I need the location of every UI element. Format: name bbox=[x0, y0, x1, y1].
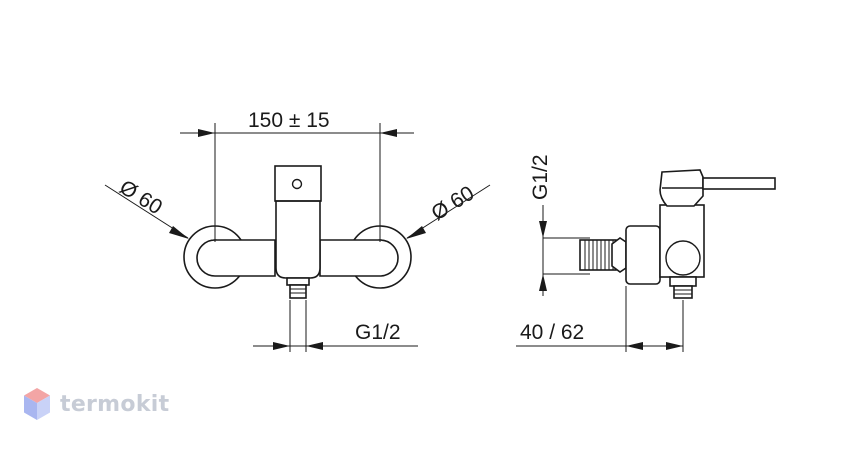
hex-nut bbox=[611, 237, 627, 273]
side-thread-label: G1/2 bbox=[529, 154, 552, 200]
left-diameter-label: Ø 60 bbox=[115, 176, 166, 220]
logo-text: termokit bbox=[60, 391, 170, 417]
termokit-logo: termokit bbox=[22, 386, 169, 422]
side-lever bbox=[702, 177, 776, 190]
body-arms bbox=[196, 239, 276, 277]
side-body-circle bbox=[665, 240, 701, 276]
depth-label: 40 / 62 bbox=[520, 321, 584, 344]
width-label: 150 ± 15 bbox=[248, 109, 330, 132]
threaded-connector bbox=[579, 239, 617, 271]
side-view: G1/2 40 / 62 bbox=[516, 154, 776, 352]
side-outlet-nut bbox=[669, 276, 697, 287]
side-rosette bbox=[625, 225, 661, 285]
right-diameter-label: Ø 60 bbox=[427, 182, 478, 226]
front-thread-label: G1/2 bbox=[355, 321, 401, 344]
logo-hexagon-icon bbox=[24, 388, 50, 420]
handle-screw bbox=[291, 178, 303, 190]
outlet-nut bbox=[286, 277, 310, 286]
front-view: 150 ± 15 Ø 60 Ø 60 G1/2 bbox=[104, 109, 491, 352]
mixer-body bbox=[275, 199, 321, 279]
mixer-handle bbox=[274, 165, 322, 202]
